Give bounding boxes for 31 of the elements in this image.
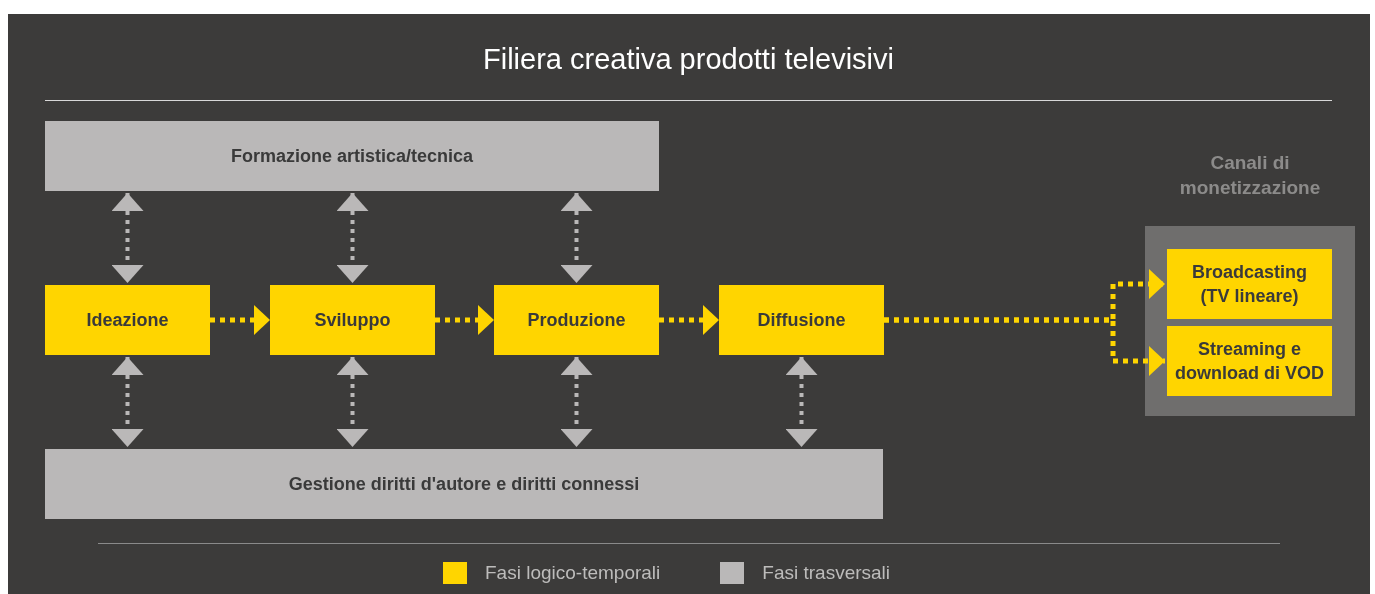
dotted-arrow xyxy=(336,357,369,447)
phase-box xyxy=(1167,249,1332,319)
dotted-arrow xyxy=(560,193,593,283)
phase-box xyxy=(270,285,435,355)
box-label: Produzione xyxy=(526,309,627,332)
dotted-arrow xyxy=(111,357,144,447)
box-label: Sviluppo xyxy=(313,309,392,332)
phase-box xyxy=(45,285,210,355)
dotted-arrow xyxy=(785,357,818,447)
box-label: Broadcasting (TV lineare) xyxy=(1191,261,1308,308)
dotted-arrow xyxy=(336,193,369,283)
group-heading: Canali di monetizzazione xyxy=(1178,151,1322,200)
legend-label: Fasi logico-temporali xyxy=(485,561,661,585)
dotted-arrow xyxy=(210,305,270,335)
dotted-arrow xyxy=(884,317,1165,376)
dotted-arrow xyxy=(435,305,494,335)
box-label: Ideazione xyxy=(85,309,170,332)
phase-box xyxy=(1167,326,1332,396)
phase-box xyxy=(494,285,659,355)
legend-label: Fasi trasversali xyxy=(762,561,891,585)
box-label: Streaming e download di VOD xyxy=(1174,338,1325,385)
dotted-arrow xyxy=(560,357,593,447)
dotted-arrow xyxy=(659,305,719,335)
box-label: Diffusione xyxy=(756,309,847,332)
title: Filiera creativa prodotti televisivi xyxy=(482,42,895,77)
box-label: Gestione diritti d'autore e diritti connessi xyxy=(287,473,641,496)
cross-phase-bar xyxy=(45,449,883,519)
phase-box xyxy=(719,285,884,355)
box-label: Formazione artistica/tecnica xyxy=(229,145,475,168)
dotted-arrow xyxy=(111,193,144,283)
cross-phase-bar xyxy=(45,121,659,191)
